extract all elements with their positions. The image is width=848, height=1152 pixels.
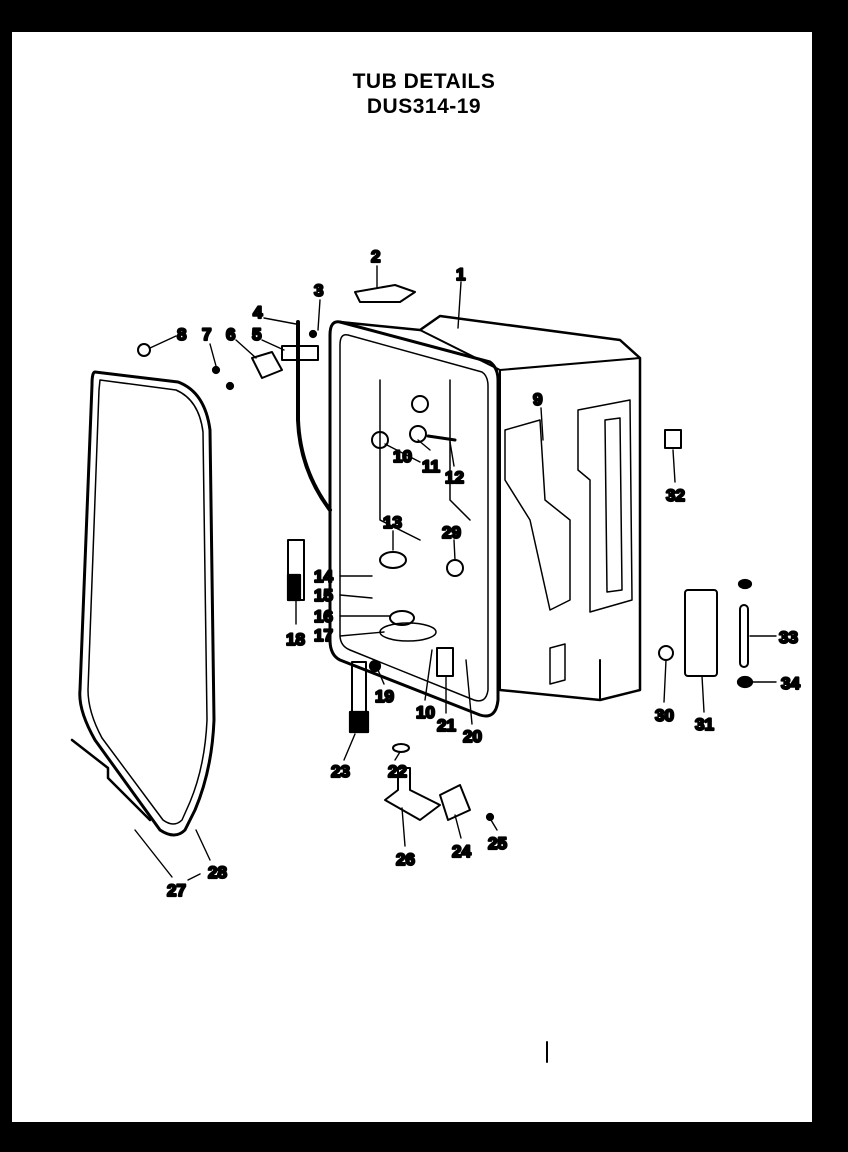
shaft-part-26 (384, 767, 441, 821)
rod-part-33 (739, 604, 749, 668)
latch-strike-part-18b (286, 573, 302, 602)
label-24: 24 (452, 842, 471, 861)
switch-tip-part-23b (348, 710, 370, 734)
screw-part-7b (225, 381, 235, 391)
label-8: 8 (177, 325, 186, 344)
nut-part-8 (137, 343, 151, 357)
label-2: 2 (371, 247, 380, 266)
label-11: 11 (422, 457, 440, 476)
diagram-sheet (12, 32, 812, 1122)
washer-part-19 (368, 659, 382, 673)
label-1: 1 (456, 265, 465, 284)
wheel-part-29 (446, 559, 464, 577)
label-21: 21 (437, 716, 456, 735)
dispenser-part-31 (684, 589, 718, 677)
gasket-retainer-part-27 (70, 738, 152, 822)
clip-part-32 (664, 429, 682, 449)
label-30: 30 (655, 706, 674, 725)
motor-part-24 (439, 784, 471, 821)
hinge-plate-part-5 (281, 345, 319, 361)
label-13: 13 (383, 513, 402, 532)
label-17: 17 (314, 626, 333, 645)
label-19: 19 (375, 687, 394, 706)
label-34: 34 (781, 674, 800, 693)
label-18: 18 (286, 630, 305, 649)
tub-body-part-1 (328, 314, 642, 718)
label-27: 27 (167, 881, 186, 900)
label-9: 9 (533, 390, 542, 409)
label-14: 14 (314, 567, 333, 586)
wheel-part-11b (409, 425, 427, 443)
screw-part-7 (211, 365, 221, 375)
label-20: 20 (463, 727, 482, 746)
screw-part-3 (308, 329, 318, 339)
label-7: 7 (202, 325, 211, 344)
bracket-part-21 (436, 647, 454, 677)
label-12: 12 (445, 468, 464, 487)
label-23: 23 (331, 762, 350, 781)
part-labels: 1 2 3 4 5 6 7 8 9 10 11 12 13 14 15 16 1… (166, 246, 802, 901)
wheel-part-11 (411, 395, 429, 413)
label-31: 31 (695, 715, 714, 734)
washer-part-22 (392, 743, 410, 753)
seal-part-17 (379, 622, 437, 642)
model-number: DUS314-19 (366, 95, 482, 118)
label-6: 6 (226, 325, 235, 344)
label-32: 32 (666, 486, 685, 505)
label-4: 4 (253, 303, 263, 322)
label-5: 5 (252, 325, 261, 344)
screw-part-25 (485, 812, 495, 822)
nut-part-34 (736, 675, 754, 689)
diagram-title: TUB DETAILS (352, 70, 496, 93)
label-15: 15 (314, 586, 333, 605)
label-22: 22 (388, 762, 407, 781)
pin-part-12 (426, 434, 457, 442)
label-26: 26 (396, 850, 415, 869)
nut-part-34b (737, 578, 753, 590)
bracket-part-2 (354, 284, 416, 303)
label-28: 28 (208, 863, 227, 882)
label-29: 29 (442, 523, 461, 542)
label-3: 3 (314, 281, 323, 300)
label-10: 10 (393, 447, 412, 466)
hinge-arm-part-4 (296, 320, 332, 512)
leader-lines (134, 265, 777, 881)
hinge-part-6 (251, 351, 283, 379)
label-25: 25 (488, 834, 507, 853)
label-10b: 10 (416, 703, 435, 722)
label-16: 16 (314, 607, 333, 626)
door-gasket-part-28 (78, 370, 216, 837)
washer-part-30 (658, 645, 674, 661)
wheel-part-10 (371, 431, 389, 449)
label-33: 33 (779, 628, 798, 647)
spray-arm-part-13 (379, 551, 407, 569)
hub-part-16 (389, 610, 415, 626)
